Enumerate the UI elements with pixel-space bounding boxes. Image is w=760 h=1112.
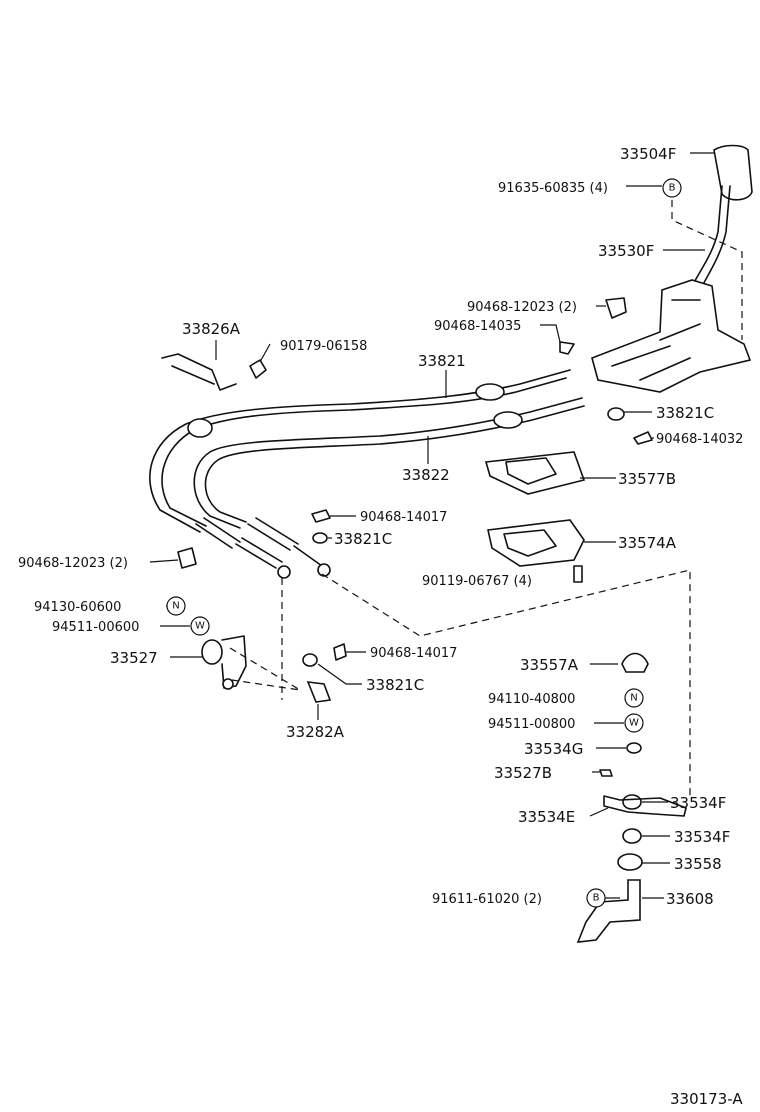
label-90468-14032: 90468-14032 — [656, 432, 743, 447]
leader-lines — [149, 152, 714, 899]
label-90468-12023-top: 90468-12023 (2) — [467, 300, 577, 315]
svg-text:W: W — [195, 621, 205, 632]
label-94110-40800: 94110-40800 — [488, 692, 575, 707]
label-33527B: 33527B — [494, 764, 552, 782]
pin-33282A — [306, 681, 332, 703]
svg-text:N: N — [172, 601, 179, 612]
illustration — [149, 144, 753, 943]
label-90179-06158: 90179-06158 — [280, 339, 367, 354]
cap-33557A — [621, 652, 649, 673]
label-90468-12023-left: 90468-12023 (2) — [18, 556, 128, 571]
label-90468-14035: 90468-14035 — [434, 319, 521, 334]
label-94130-60600: 94130-60600 — [34, 600, 121, 615]
nut-symbol-right: N — [624, 688, 644, 708]
label-33821C-low: 33821C — [366, 676, 424, 694]
label-94511-00600: 94511-00600 — [52, 620, 139, 635]
figure-code: 330173-A — [670, 1090, 743, 1108]
shaft-33608 — [576, 879, 641, 943]
bracket-33826A — [161, 353, 237, 391]
label-90468-14017-a: 90468-14017 — [360, 510, 447, 525]
svg-text:B: B — [669, 183, 676, 194]
svg-text:B: B — [593, 893, 600, 904]
label-33527: 33527 — [110, 649, 158, 667]
label-33821: 33821 — [418, 352, 466, 370]
lever-33534E — [603, 795, 687, 817]
label-33557A: 33557A — [520, 656, 579, 674]
label-90468-14017-b: 90468-14017 — [370, 646, 457, 661]
label-33558: 33558 — [674, 855, 722, 873]
label-33534G: 33534G — [524, 740, 583, 758]
shift-lever — [689, 185, 731, 295]
gasket-33574A — [487, 519, 585, 567]
label-90119-06767: 90119-06767 (4) — [422, 574, 532, 589]
label-33504F: 33504F — [620, 145, 676, 163]
bolt-symbol-bottom: B — [586, 888, 606, 908]
bolt-symbol-top: B — [662, 178, 682, 198]
label-33574A: 33574A — [618, 534, 677, 552]
label-91611-61020: 91611-61020 (2) — [432, 892, 542, 907]
cable-33822 — [193, 397, 583, 529]
label-33821C-top: 33821C — [656, 404, 714, 422]
nut-symbol-left: N — [166, 596, 186, 616]
label-91635-60835: 91635-60835 (4) — [498, 181, 608, 196]
fastener-symbols: B N W N W B — [166, 178, 682, 908]
svg-text:W: W — [629, 718, 639, 729]
label-33821C-mid: 33821C — [334, 530, 392, 548]
label-33534F-a: 33534F — [670, 794, 726, 812]
label-33822: 33822 — [402, 466, 450, 484]
washer-symbol-left: W — [190, 616, 210, 636]
label-33608: 33608 — [666, 890, 714, 908]
svg-text:N: N — [630, 693, 637, 704]
label-33534F-b: 33534F — [674, 828, 730, 846]
label-94511-00800: 94511-00800 — [488, 717, 575, 732]
label-33282A: 33282A — [286, 723, 345, 741]
label-33826A: 33826A — [182, 320, 241, 338]
label-33530F: 33530F — [598, 242, 654, 260]
cable-33821 — [149, 369, 571, 533]
washer-symbol-right: W — [624, 713, 644, 733]
label-33577B: 33577B — [618, 470, 676, 488]
part-labels: 33504F 91635-60835 (4) 33530F 90468-1202… — [18, 145, 743, 1108]
shift-knob — [713, 144, 753, 201]
label-33534E: 33534E — [518, 808, 575, 826]
plate-33577B — [484, 451, 586, 495]
